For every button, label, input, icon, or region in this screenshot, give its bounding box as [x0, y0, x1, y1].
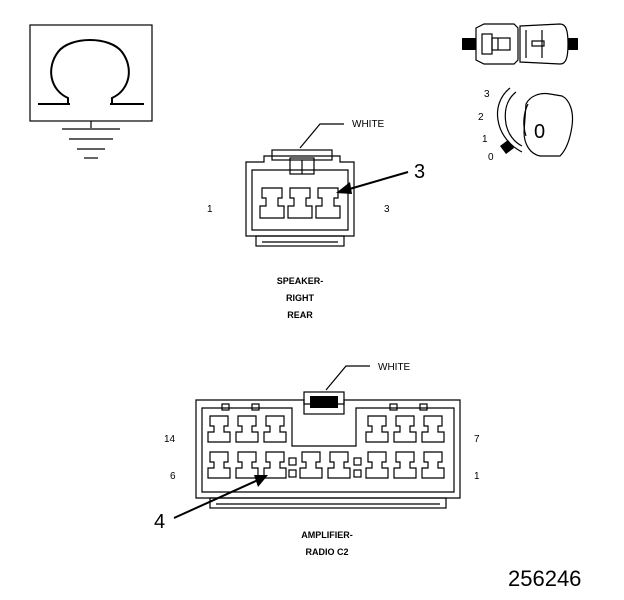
speaker-name-line-3: REAR [287, 310, 313, 320]
amplifier-callout-number: 4 [154, 511, 165, 533]
speaker-cavity-3 [315, 187, 341, 219]
speaker-pin-3-label: 3 [384, 204, 390, 215]
speaker-connector: WHITE 1 3 3 SPEAKER- RIGHT REAR [207, 119, 425, 320]
amplifier-name-line-2: RADIO C2 [305, 547, 348, 557]
speaker-callout-arrow [345, 171, 409, 191]
amplifier-cavity-row-top [207, 415, 445, 443]
speaker-callout-number: 3 [414, 161, 425, 183]
selector-knob-icon: 3 2 1 0 0 [478, 87, 574, 163]
amplifier-white-leader [325, 365, 370, 391]
amplifier-cavity-row-bottom [207, 451, 445, 479]
figure-number: 256246 [508, 566, 581, 591]
amplifier-pin-14-label: 14 [164, 434, 176, 445]
knob-value: 0 [534, 121, 545, 143]
amplifier-pin-1-label: 1 [474, 471, 480, 482]
amplifier-name-line-1: AMPLIFIER- [301, 530, 353, 540]
speaker-name-line-1: SPEAKER- [277, 276, 324, 286]
speaker-cavity-2 [287, 187, 313, 219]
speaker-white-label: WHITE [352, 119, 385, 130]
ohmmeter-symbol: Ω [29, 24, 153, 122]
amplifier-pin-6-label: 6 [170, 471, 176, 482]
ground-icon [62, 121, 120, 159]
amplifier-callout-arrow [173, 479, 259, 519]
selector-mark-0: 0 [488, 152, 494, 163]
speaker-cavity-1 [259, 187, 285, 219]
amplifier-white-label: WHITE [378, 362, 411, 373]
selector-mark-2: 2 [478, 112, 484, 123]
speaker-pin-1-label: 1 [207, 204, 213, 215]
selector-mark-1: 1 [482, 134, 488, 145]
probe-connector-icon [462, 23, 578, 65]
selector-mark-3: 3 [484, 89, 490, 100]
amplifier-pin-7-label: 7 [474, 434, 480, 445]
speaker-white-leader [299, 123, 344, 149]
speaker-name-line-2: RIGHT [286, 293, 315, 303]
amplifier-connector: WHITE [154, 362, 480, 557]
